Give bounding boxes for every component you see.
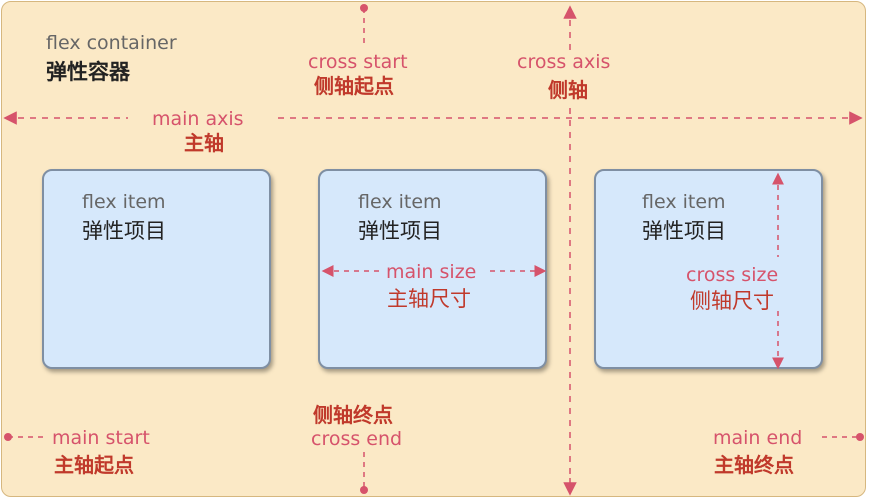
cross-axis-label-zh: 侧轴 [548,78,588,102]
main-axis-label-en: main axis [152,108,244,130]
main-size-arrow [321,265,547,277]
main-end-label-en: main end [713,427,803,449]
main-start-label-en: main start [52,427,150,449]
flex-item-label-zh: 弹性项目 [358,219,442,243]
cross-end-label-en: cross end [311,428,403,450]
flex-item-1: flex item 弹性项目 [42,169,271,369]
flex-item-label-en: flex item [82,191,166,213]
flex-item-label-en: flex item [358,191,442,213]
flex-item-label-zh: 弹性项目 [642,219,726,243]
main-end-label-zh: 主轴终点 [714,453,794,477]
flex-item-label-zh: 弹性项目 [82,219,166,243]
flex-item-3: flex item 弹性项目 cross size 侧轴尺寸 [594,169,823,370]
main-end-dot [856,433,864,441]
cross-start-dot [360,4,368,12]
cross-start-label-zh: 侧轴起点 [314,74,394,98]
container-label-zh: 弹性容器 [46,60,130,84]
cross-size-label-zh: 侧轴尺寸 [690,289,774,313]
flex-item-label-en: flex item [642,191,726,213]
main-start-label-zh: 主轴起点 [54,453,134,477]
main-size-label-zh: 主轴尺寸 [387,287,471,311]
main-start-dot [4,433,12,441]
cross-start-label-en: cross start [308,51,408,73]
cross-axis-label-en: cross axis [517,51,611,73]
cross-end-dot [360,486,368,494]
flex-item-2: flex item 弹性项目 main size 主轴尺寸 [318,169,547,369]
main-axis-label-zh: 主轴 [184,131,224,155]
cross-end-label-zh: 侧轴终点 [313,403,393,427]
main-size-label-en: main size [386,261,477,283]
cross-size-label-en: cross size [686,264,779,286]
cross-size-arrow [772,172,784,370]
container-label-en: flex container [46,32,177,54]
